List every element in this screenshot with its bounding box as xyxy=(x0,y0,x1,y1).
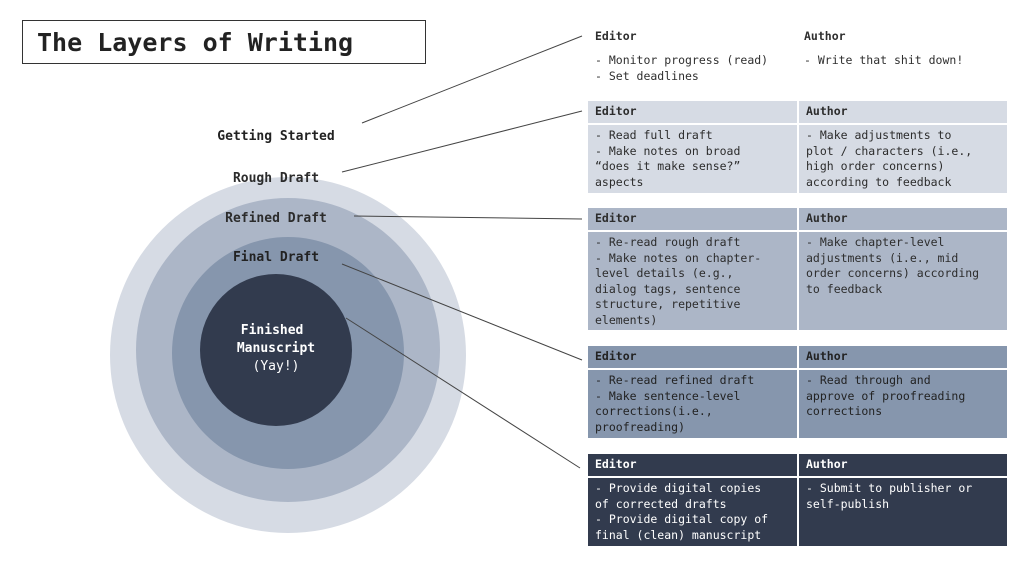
editor-header: Editor xyxy=(595,104,637,118)
editor-header: Editor xyxy=(595,349,637,363)
author-tasks: - Write that shit down! xyxy=(804,53,964,67)
editor-tasks: - Provide digital copies of corrected dr… xyxy=(595,481,769,542)
author-header: Author xyxy=(797,454,1007,476)
author-header: Author xyxy=(804,29,846,43)
connector-finished xyxy=(345,317,581,469)
block-getting-started: Editor Author - Monitor progress (read) … xyxy=(588,26,1007,87)
block-refined-draft: Editor Author - Re-read rough draft - Ma… xyxy=(588,208,1007,330)
connector-getting-started xyxy=(361,35,583,124)
connector-final-draft xyxy=(341,263,583,361)
connector-refined-draft xyxy=(353,215,583,220)
label-finished-manuscript: Finished Manuscript xyxy=(237,323,315,356)
editor-tasks: - Read full draft - Make notes on broad … xyxy=(595,128,741,189)
block-rough-draft: Editor Author - Read full draft - Make n… xyxy=(588,101,1007,193)
block-final-draft: Editor Author - Re-read refined draft - … xyxy=(588,346,1007,438)
author-tasks: - Submit to publisher or self-publish xyxy=(797,478,1007,546)
author-tasks: - Read through and approve of proofreadi… xyxy=(797,370,1007,438)
editor-tasks: - Re-read refined draft - Make sentence-… xyxy=(595,373,755,434)
author-header: Author xyxy=(797,346,1007,368)
label-getting-started: Getting Started xyxy=(217,129,334,144)
label-yay: (Yay!) xyxy=(253,359,300,374)
finished-manuscript-core xyxy=(200,274,352,426)
block-finished-manuscript: Editor Author - Provide digital copies o… xyxy=(588,454,1007,546)
connector-rough-draft xyxy=(341,110,583,173)
author-header: Author xyxy=(797,208,1007,230)
author-tasks: - Make adjustments to plot / characters … xyxy=(797,125,1007,193)
label-refined-draft: Refined Draft xyxy=(225,211,327,226)
label-rough-draft: Rough Draft xyxy=(233,171,319,186)
label-final-draft: Final Draft xyxy=(233,250,319,265)
editor-header: Editor xyxy=(595,457,637,471)
editor-tasks: - Re-read rough draft - Make notes on ch… xyxy=(595,235,762,327)
author-header: Author xyxy=(797,101,1007,123)
editor-tasks: - Monitor progress (read) - Set deadline… xyxy=(595,53,769,83)
diagram-title: The Layers of Writing xyxy=(22,20,426,64)
author-tasks: - Make chapter-level adjustments (i.e., … xyxy=(797,232,1007,330)
editor-header: Editor xyxy=(595,211,637,225)
editor-header: Editor xyxy=(595,29,637,43)
